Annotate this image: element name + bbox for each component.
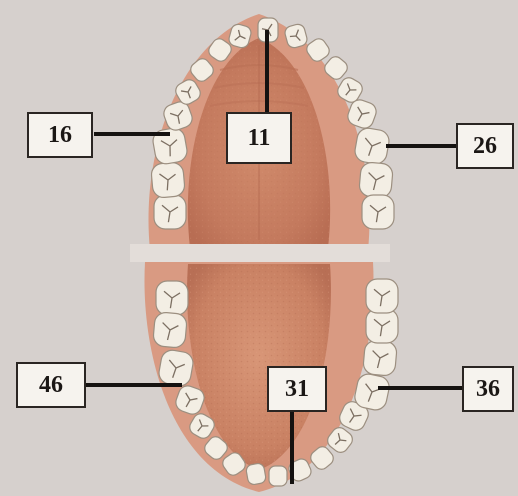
upper-tooth	[353, 126, 390, 165]
tooth-label-11: 11	[226, 112, 292, 164]
upper-tooth	[359, 162, 394, 199]
lower-tooth	[156, 281, 188, 315]
tooth-label-46: 46	[16, 362, 86, 408]
lower-tooth	[269, 466, 287, 486]
tooth-label-16: 16	[27, 112, 93, 158]
tooth-label-26: 26	[456, 123, 514, 169]
tooth-label-31: 31	[267, 366, 327, 412]
lower-tooth	[366, 279, 398, 313]
lower-tooth	[245, 463, 266, 486]
upper-tooth	[154, 195, 186, 229]
lower-tooth	[157, 348, 194, 387]
lower-tooth	[363, 340, 398, 377]
lower-tooth	[366, 309, 398, 343]
upper-tooth	[362, 195, 394, 229]
upper-tooth	[151, 162, 186, 199]
tooth-label-36: 36	[462, 366, 514, 412]
lower-tooth	[153, 312, 188, 349]
